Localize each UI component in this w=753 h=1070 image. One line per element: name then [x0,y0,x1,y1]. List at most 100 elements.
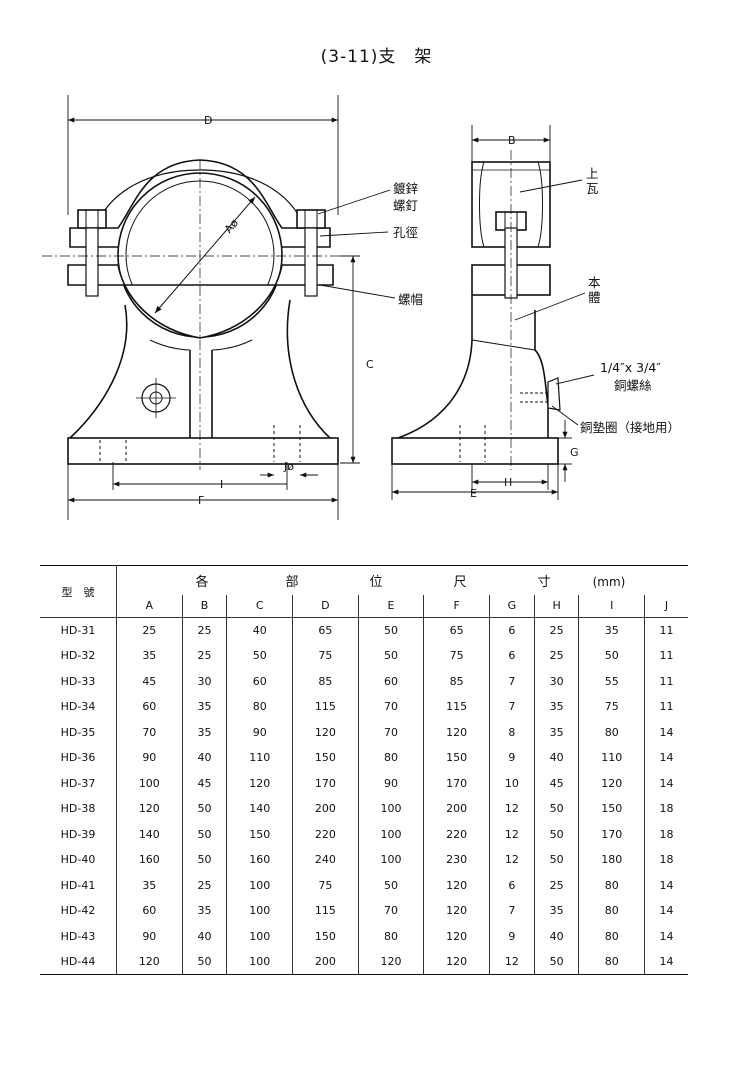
value-cell: 100 [116,770,183,796]
model-cell: HD-43 [40,923,117,949]
value-cell: 18 [644,847,688,873]
value-cell: 90 [116,745,183,771]
value-cell: 80 [578,898,645,924]
value-cell: 85 [423,668,490,694]
value-cell: 50 [226,643,293,669]
column-header-c: C [226,594,293,618]
value-cell: 90 [226,719,293,745]
column-header-i: I [578,594,645,618]
value-cell: 60 [357,668,424,694]
model-cell: HD-44 [40,949,117,975]
value-cell: 170 [292,770,359,796]
dim-g-label: G [570,446,579,459]
dims-header-char-5: 寸 [537,574,551,590]
value-cell: 14 [644,949,688,975]
value-cell: 115 [292,694,359,720]
value-cell: 30 [533,668,579,694]
value-cell: 140 [116,821,183,847]
value-cell: 11 [644,617,688,643]
value-cell: 140 [226,796,293,822]
value-cell: 14 [644,770,688,796]
value-cell: 35 [533,898,579,924]
value-cell: 160 [116,847,183,873]
value-cell: 150 [292,923,359,949]
value-cell: 120 [423,719,490,745]
dims-header-char-3: 位 [369,574,383,590]
value-cell: 50 [533,796,579,822]
value-cell: 115 [292,898,359,924]
value-cell: 220 [292,821,359,847]
model-cell: HD-33 [40,668,117,694]
value-cell: 25 [181,872,227,898]
model-header: 型 號 [40,565,117,618]
value-cell: 80 [226,694,293,720]
value-cell: 80 [578,949,645,975]
side-view [391,150,561,470]
value-cell: 12 [488,796,535,822]
model-cell: HD-37 [40,770,117,796]
value-cell: 55 [578,668,645,694]
value-cell: 6 [488,643,535,669]
value-cell: 25 [181,643,227,669]
column-header-h: H [533,594,579,618]
value-cell: 100 [357,847,424,873]
dim-j-label: Jø [283,460,294,473]
value-cell: 35 [181,694,227,720]
body-label-1: 本 [588,275,601,290]
value-cell: 35 [181,898,227,924]
value-cell: 240 [292,847,359,873]
value-cell: 100 [226,872,293,898]
dim-d-label: D [204,114,212,127]
value-cell: 200 [292,949,359,975]
value-cell: 35 [533,694,579,720]
value-cell: 115 [423,694,490,720]
value-cell: 80 [357,923,424,949]
value-cell: 50 [181,821,227,847]
column-header-g: G [488,594,535,618]
value-cell: 120 [423,898,490,924]
value-cell: 35 [533,719,579,745]
model-cell: HD-42 [40,898,117,924]
dim-i-label: I [220,478,223,491]
value-cell: 75 [423,643,490,669]
dim-b-label: B [508,134,516,147]
value-cell: 25 [116,617,183,643]
value-cell: 150 [292,745,359,771]
value-cell: 12 [488,949,535,975]
value-cell: 100 [226,898,293,924]
model-cell: HD-32 [40,643,117,669]
dim-e-label: E [470,487,477,500]
copper-screw-size-label: 1/4″x 3/4″ [600,360,661,375]
value-cell: 90 [116,923,183,949]
value-cell: 12 [488,847,535,873]
value-cell: 75 [578,694,645,720]
nut-label: 螺帽 [398,292,423,307]
value-cell: 40 [533,923,579,949]
value-cell: 70 [116,719,183,745]
value-cell: 120 [292,719,359,745]
value-cell: 120 [357,949,424,975]
value-cell: 120 [116,796,183,822]
value-cell: 9 [488,923,535,949]
model-cell: HD-34 [40,694,117,720]
dims-header-char-1: 各 [195,574,209,590]
value-cell: 7 [488,668,535,694]
column-header-e: E [357,594,424,618]
value-cell: 35 [578,617,645,643]
front-dimensions [67,95,396,520]
model-cell: HD-39 [40,821,117,847]
value-cell: 180 [578,847,645,873]
value-cell: 160 [226,847,293,873]
value-cell: 9 [488,745,535,771]
value-cell: 35 [116,643,183,669]
value-cell: 18 [644,821,688,847]
value-cell: 120 [423,872,490,898]
hole-dia-label: 孔徑 [393,225,418,240]
